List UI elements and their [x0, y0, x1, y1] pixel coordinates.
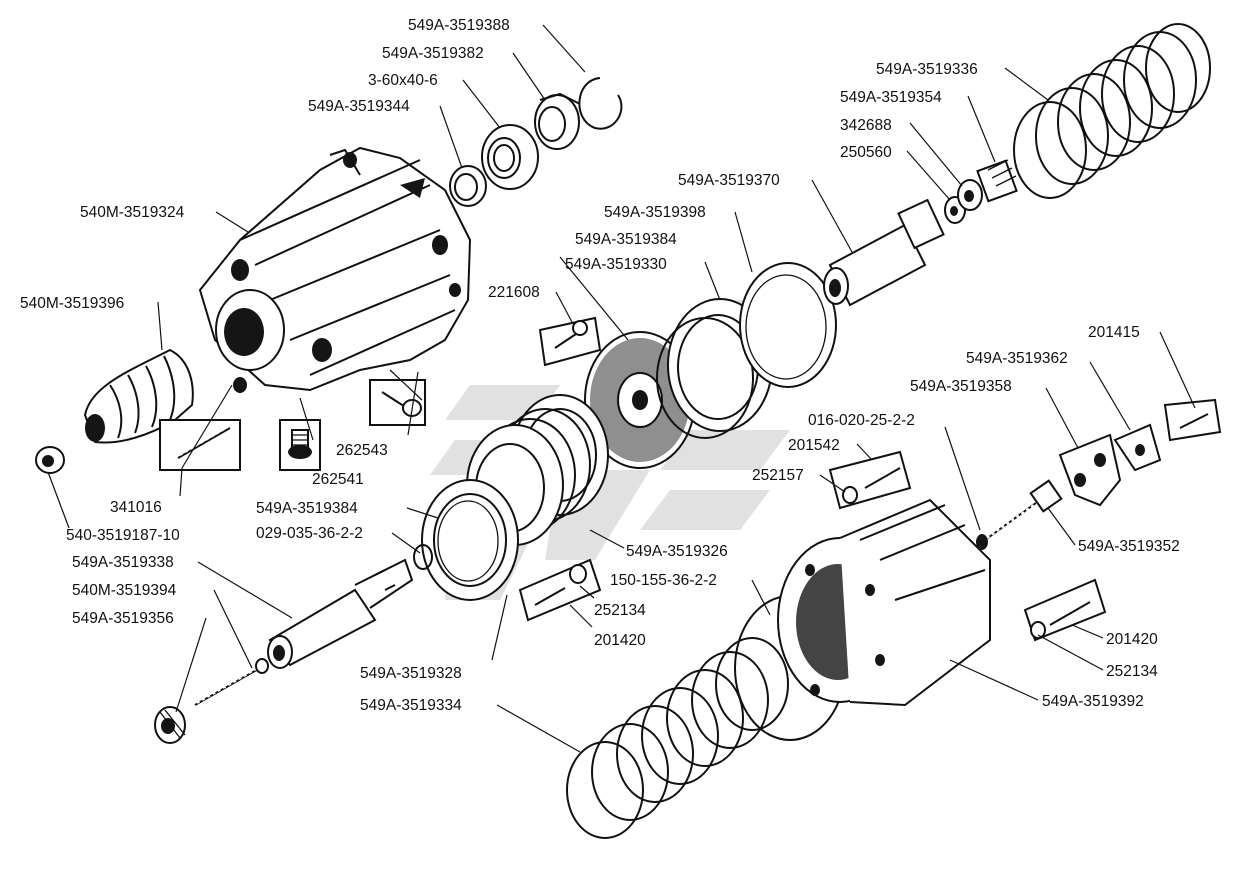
plug-262541 — [279, 419, 321, 471]
washer-342688 — [957, 179, 983, 211]
retaining-ring — [578, 77, 623, 130]
part-label: 250560 — [840, 144, 892, 161]
bearing-part — [481, 124, 539, 190]
part-label: 549A-3519384 — [575, 231, 677, 248]
part-label: 221608 — [488, 284, 540, 301]
part-label: 029-035-36-2-2 — [256, 525, 363, 542]
part-label: 252157 — [752, 467, 804, 484]
part-label: 549A-3519392 — [1042, 693, 1144, 710]
part-label: 201420 — [594, 632, 646, 649]
spring-upper — [1013, 23, 1211, 199]
small-o-ring — [413, 544, 433, 570]
part-label: 201420 — [1106, 631, 1158, 648]
part-label: 201415 — [1088, 324, 1140, 341]
part-label: 549A-3519344 — [308, 98, 410, 115]
lock-plate — [1058, 433, 1122, 507]
seal-ring-front — [421, 479, 519, 601]
part-label: 540-3519187-10 — [66, 527, 180, 544]
washer-part — [449, 165, 487, 207]
clip-part — [1113, 423, 1162, 472]
part-label: 549A-3519352 — [1078, 538, 1180, 555]
adjusting-nut — [154, 706, 186, 744]
push-rod — [267, 558, 414, 669]
hose-connector — [823, 198, 945, 307]
part-label: 549A-3519388 — [408, 17, 510, 34]
valve-body — [976, 159, 1018, 203]
part-label: 549A-3519326 — [626, 543, 728, 560]
part-label: 549A-3519362 — [966, 350, 1068, 367]
part-label: 549A-3519334 — [360, 697, 462, 714]
plug-262543 — [369, 379, 426, 426]
part-label: 201542 — [788, 437, 840, 454]
part-label: 549A-3519358 — [910, 378, 1012, 395]
part-label: 252134 — [594, 602, 646, 619]
bolt-group-left — [518, 558, 602, 622]
bushing-part — [534, 92, 581, 150]
leader-lines — [47, 24, 1196, 753]
screw-221608 — [538, 316, 602, 367]
part-label: 262543 — [336, 442, 388, 459]
rear-housing — [777, 498, 991, 707]
part-label: 549A-3519384 — [256, 500, 358, 517]
part-label: 549A-3519354 — [840, 89, 942, 106]
part-label: 341016 — [110, 499, 162, 516]
stud-bolt — [159, 419, 241, 471]
bolt-group-top — [828, 450, 912, 510]
screw-201415 — [1163, 398, 1222, 442]
part-label: 252134 — [1106, 663, 1158, 680]
part-label: 540M-3519394 — [72, 582, 177, 599]
part-label: 016-020-25-2-2 — [808, 412, 915, 429]
part-label: 262541 — [312, 471, 364, 488]
part-label: 342688 — [840, 117, 892, 134]
part-label: 549A-3519336 — [876, 61, 978, 78]
pin-part — [194, 658, 269, 706]
part-label: 549A-3519370 — [678, 172, 780, 189]
bleeder-valve — [976, 479, 1063, 550]
part-label: 540M-3519396 — [20, 295, 124, 312]
part-label: 540M-3519324 — [80, 204, 185, 221]
small-nut — [35, 446, 65, 474]
part-label: 3-60x40-6 — [368, 72, 438, 89]
part-label: 150-155-36-2-2 — [610, 572, 717, 589]
spring-lower — [566, 637, 789, 839]
part-label: 549A-3519382 — [382, 45, 484, 62]
main-housing — [198, 146, 472, 393]
part-label: 549A-3519338 — [72, 554, 174, 571]
part-label: 549A-3519356 — [72, 610, 174, 627]
cover-plate — [739, 262, 837, 388]
part-label: 549A-3519398 — [604, 204, 706, 221]
part-label: 549A-3519330 — [565, 256, 667, 273]
bolt-group-right — [1023, 578, 1107, 642]
part-label: 549A-3519328 — [360, 665, 462, 682]
part-labels: 549A-3519388 549A-3519382 3-60x40-6 549A… — [20, 17, 1180, 714]
